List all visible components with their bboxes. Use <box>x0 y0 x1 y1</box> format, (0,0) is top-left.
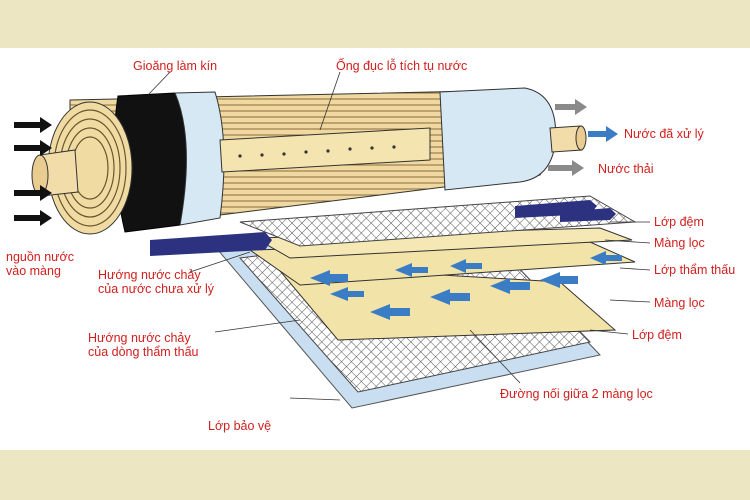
label-feed-line2: của nước chưa xử lý <box>98 282 214 296</box>
treated-arrow <box>588 126 618 142</box>
waste-arrow-top <box>555 99 587 115</box>
label-protect: Lớp bảo vệ <box>208 419 272 433</box>
label-tube: Ống đục lỗ tích tụ nước <box>336 59 468 73</box>
top-band <box>0 0 750 48</box>
feed-arrows <box>14 117 52 226</box>
casing-left <box>174 91 225 226</box>
tube-holes <box>238 145 396 158</box>
label-spacer-top: Lớp đệm <box>654 215 704 229</box>
label-seal: Gioăng làm kín <box>133 59 218 73</box>
label-source: nguồn nước vào màng <box>6 250 74 278</box>
label-treated: Nước đã xử lý <box>624 127 704 141</box>
label-membrane-top: Màng lọc <box>654 236 705 250</box>
waste-arrow-bottom <box>548 160 584 176</box>
label-waste: Nước thải <box>598 162 654 176</box>
perforated-tube <box>219 127 431 173</box>
label-permeate-flow: Hướng nước chảy của dòng thẩm thấu <box>88 331 199 359</box>
navy-flow-bars <box>150 200 616 256</box>
label-perm-line2: của dòng thẩm thấu <box>88 345 199 359</box>
bottom-band <box>0 450 750 500</box>
diagram-panel: Gioăng làm kín Ống đục lỗ tích tụ nước N… <box>0 48 750 450</box>
label-membrane-bottom: Màng lọc <box>654 296 705 310</box>
label-feed-flow: Hướng nước chảy của nước chưa xử lý <box>98 268 214 296</box>
label-permeate-layer: Lớp thẩm thấu <box>654 263 736 277</box>
label-source-line2: vào màng <box>6 264 61 278</box>
permeate-flow-arrows <box>310 251 622 320</box>
label-feed-line1: Hướng nước chảy <box>98 268 201 282</box>
roll-casing <box>439 87 557 191</box>
label-perm-line1: Hướng nước chảy <box>88 331 191 345</box>
label-spacer-bottom: Lớp đệm <box>632 328 682 342</box>
label-seam: Đường nối giữa 2 màng lọc <box>500 387 653 401</box>
label-source-line1: nguồn nước <box>6 250 74 264</box>
leader-lines <box>147 71 651 401</box>
membrane-diagram <box>14 71 651 409</box>
